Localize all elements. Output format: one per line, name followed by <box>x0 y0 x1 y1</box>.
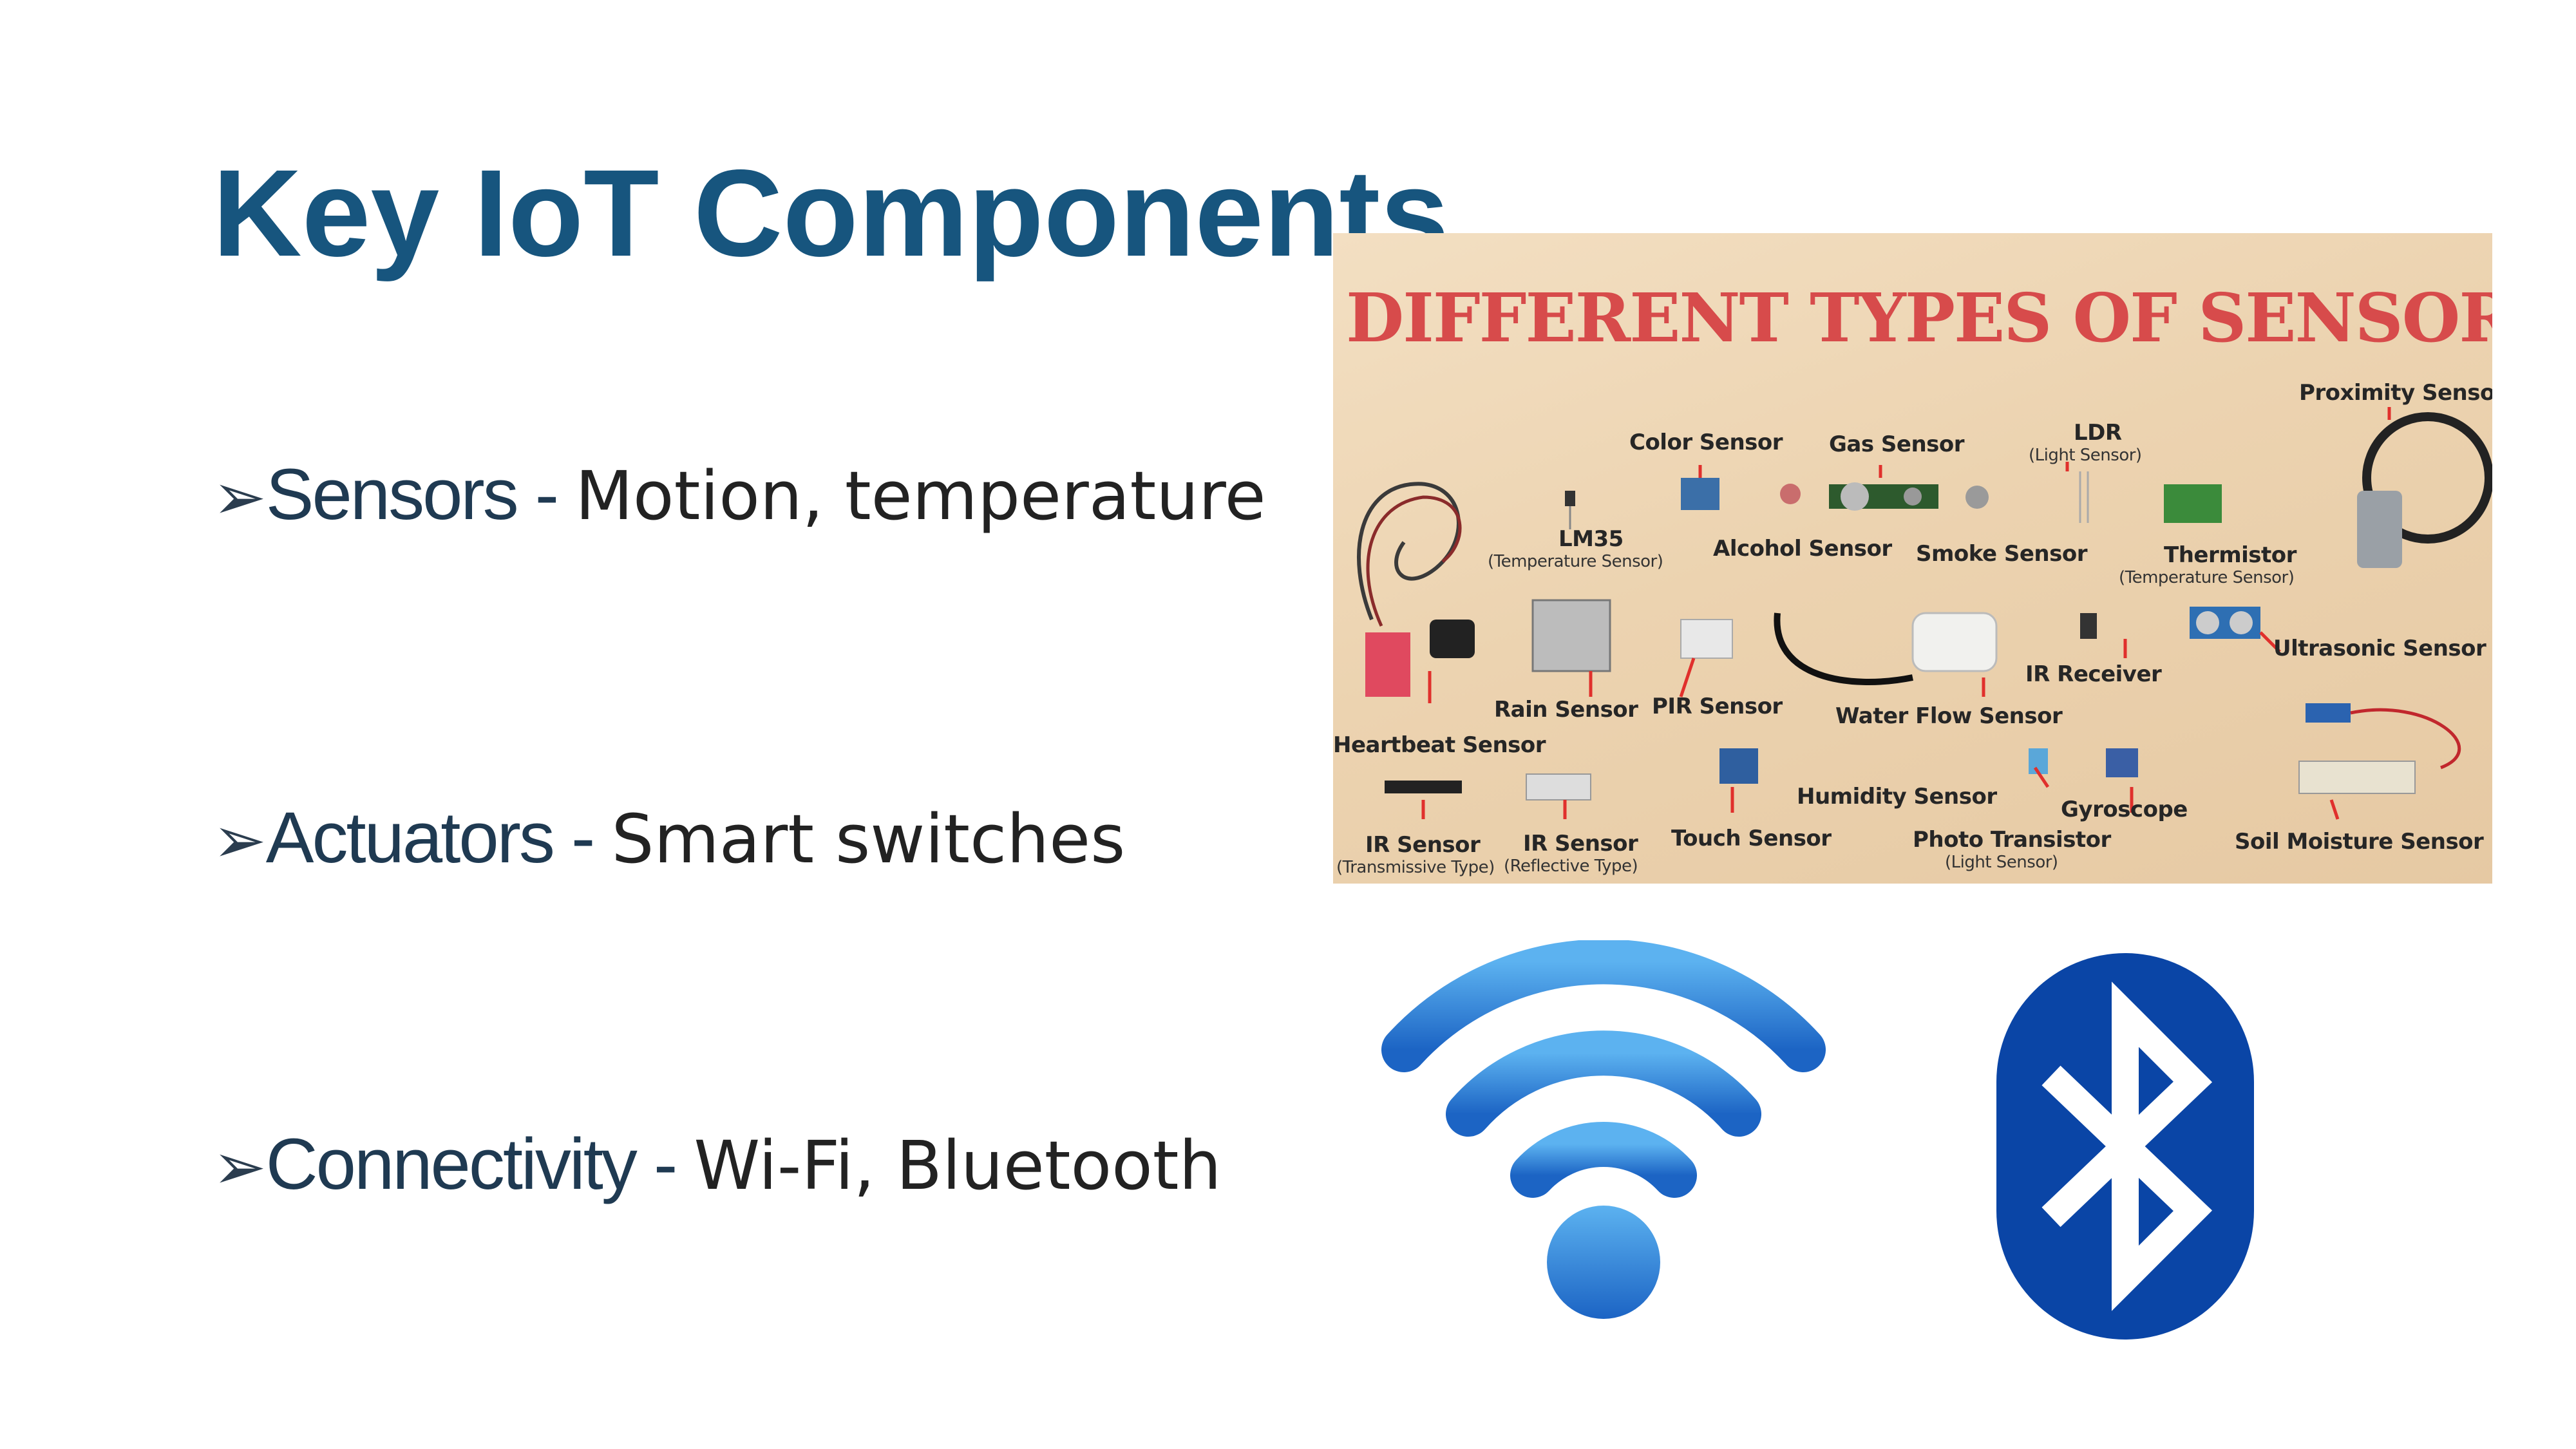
label-color: Color Sensor <box>1629 430 1783 455</box>
bullet-separator: - <box>635 1124 694 1204</box>
bullet-arrow-icon: ➢ <box>213 461 267 533</box>
label-ldr-sub: (Light Sensor) <box>2029 446 2142 465</box>
bullet-detail: Motion, temperature <box>575 457 1266 535</box>
bullet-separator: - <box>553 797 612 878</box>
bullet-detail: Smart switches <box>611 800 1126 878</box>
bullet-sensors: ➢Sensors - Motion, temperature <box>213 459 1266 531</box>
label-rain: Rain Sensor <box>1494 697 1638 723</box>
label-ir-transmissive: IR Sensor <box>1365 832 1481 858</box>
bullet-arrow-icon: ➢ <box>213 804 267 876</box>
label-soil: Soil Moisture Sensor <box>2235 829 2484 855</box>
label-pir: PIR Sensor <box>1652 694 1783 719</box>
bullet-term: Connectivity <box>265 1124 638 1204</box>
heartbeat-pulse-icon <box>1430 620 1475 658</box>
bullet-arrow-icon: ➢ <box>213 1131 267 1203</box>
label-ultrasonic: Ultrasonic Sensor <box>2273 636 2486 661</box>
label-photo-sub: (Light Sensor) <box>1945 853 2058 872</box>
label-heartbeat: Heartbeat Sensor <box>1333 732 1546 758</box>
label-alcohol: Alcohol Sensor <box>1713 536 1892 562</box>
water-flow-sensor-icon <box>1911 612 1998 672</box>
bluetooth-icon <box>1990 947 2260 1349</box>
touch-sensor-icon <box>1719 748 1758 784</box>
label-touch: Touch Sensor <box>1671 826 1832 851</box>
label-ir-receiver: IR Receiver <box>2025 661 2162 687</box>
heartbeat-board-icon <box>1365 632 1410 697</box>
wifi-icon <box>1378 939 1829 1330</box>
bullet-separator: - <box>516 454 576 535</box>
label-water-flow: Water Flow Sensor <box>1835 703 2063 729</box>
slide-title: Key IoT Components <box>213 144 1450 282</box>
label-ir-reflective-sub: (Reflective Type) <box>1504 857 1638 876</box>
label-smoke: Smoke Sensor <box>1916 541 2087 567</box>
proximity-sensor-icon <box>2357 491 2402 568</box>
sensor-types-image: DIFFERENT TYPES OF SENSORS Proximity Sen… <box>1333 233 2492 884</box>
sensor-image-heading: DIFFERENT TYPES OF SENSORS <box>1346 278 2492 357</box>
bullet-term: Actuators <box>265 797 555 878</box>
bullet-term: Sensors <box>265 454 519 535</box>
bullet-actuators: ➢Actuators - Smart switches <box>213 802 1125 874</box>
label-ir-reflective: IR Sensor <box>1523 831 1638 857</box>
sensor-illustration <box>1357 407 2492 820</box>
label-lm35-sub: (Temperature Sensor) <box>1488 552 1663 571</box>
bullet-detail: Wi-Fi, Bluetooth <box>694 1126 1222 1205</box>
label-ir-transmissive-sub: (Transmissive Type) <box>1336 858 1495 877</box>
label-thermistor: Thermistor <box>2164 542 2297 568</box>
label-humidity: Humidity Sensor <box>1797 784 1997 810</box>
label-lm35: LM35 <box>1558 526 1624 552</box>
label-photo: Photo Transistor <box>1913 827 2111 853</box>
bullet-connectivity: ➢Connectivity - Wi-Fi, Bluetooth <box>213 1128 1221 1200</box>
label-ldr: LDR <box>2074 420 2122 446</box>
label-gyroscope: Gyroscope <box>2061 797 2188 822</box>
color-sensor-icon <box>1681 478 1719 510</box>
label-proximity: Proximity Sensor <box>2299 380 2492 406</box>
label-gas: Gas Sensor <box>1829 431 1965 457</box>
label-thermistor-sub: (Temperature Sensor) <box>2119 568 2295 587</box>
